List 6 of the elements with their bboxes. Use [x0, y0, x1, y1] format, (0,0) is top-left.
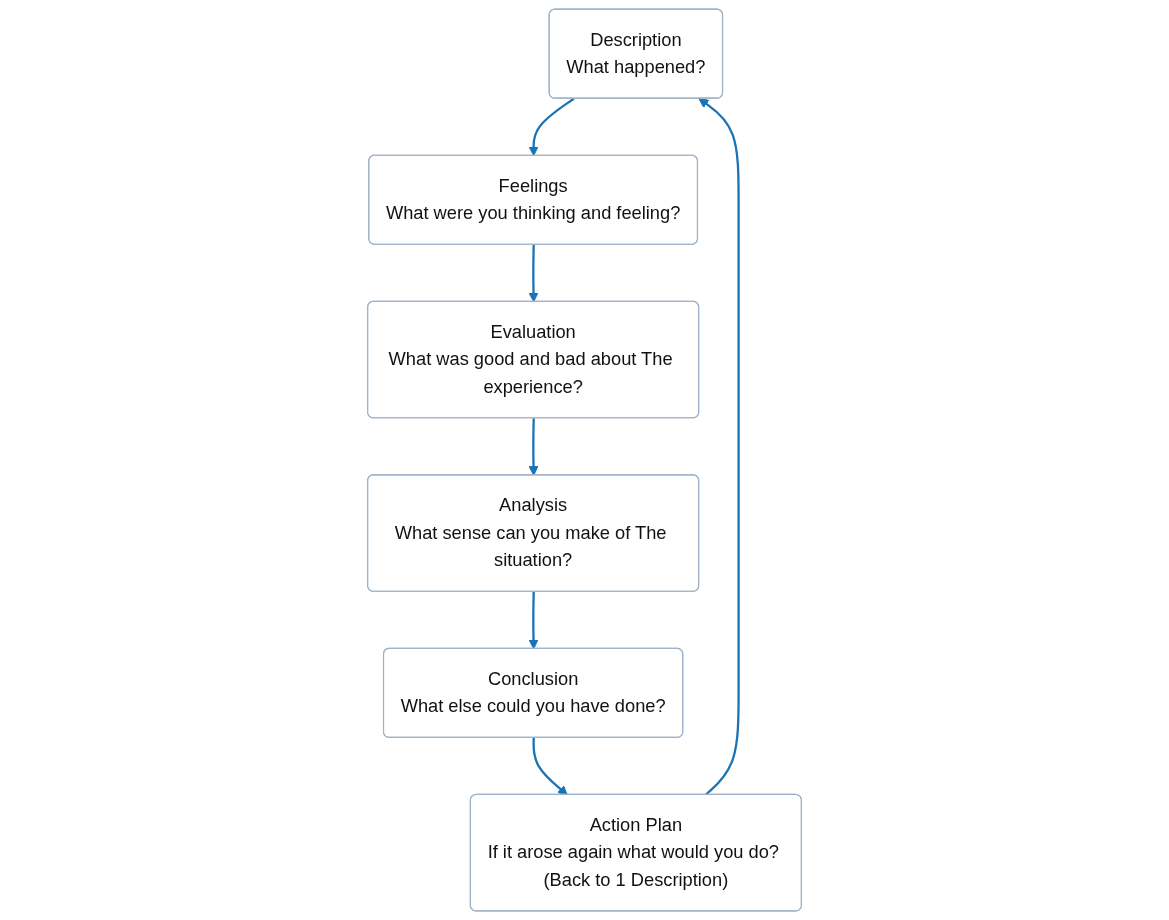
arrow: [528, 97, 575, 157]
arrow: [528, 418, 539, 476]
arrow: [528, 244, 539, 303]
arrow: [532, 737, 568, 796]
arrow: [698, 98, 740, 796]
arrow: [528, 591, 539, 650]
